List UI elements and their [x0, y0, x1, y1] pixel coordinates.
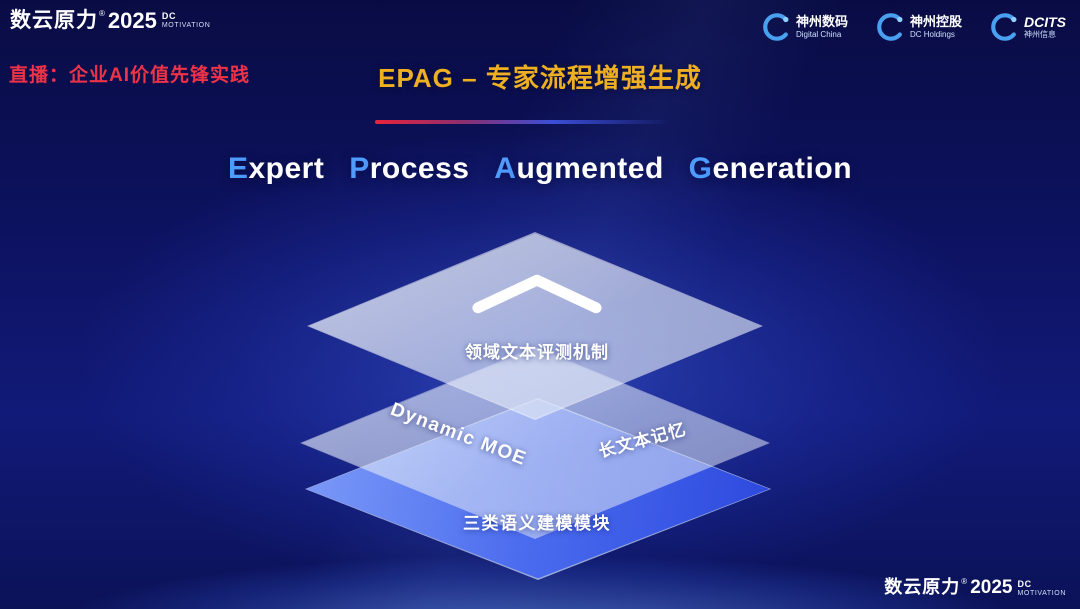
- brand-tagline-line1: DC: [1017, 579, 1032, 589]
- page-title: EPAG – 专家流程增强生成: [378, 63, 702, 93]
- subtitle-word: Expert: [228, 152, 324, 186]
- digital-china-swoosh-icon: [760, 12, 790, 42]
- diagram-layer-top: [307, 232, 763, 420]
- subtitle-initial: P: [349, 152, 370, 185]
- brand-name: 数云原力: [884, 577, 961, 597]
- layer-bottom-label: 三类语义建模模块: [463, 514, 611, 533]
- partner-subname: 神州信息: [1024, 30, 1056, 40]
- partner-subname: Digital China: [795, 29, 842, 39]
- partner-text: 神州控股 DC Holdings: [909, 13, 962, 39]
- brand-year: 2025: [970, 577, 1013, 598]
- partner-name: 神州数码: [795, 13, 848, 29]
- live-stream-label: 直播：企业AI价值先锋实践: [9, 65, 251, 86]
- partner-text: 神州数码 Digital China: [795, 13, 848, 39]
- registered-mark: ®: [99, 9, 105, 18]
- chevron-up-icon: [472, 274, 602, 314]
- brand-name: 数云原力: [10, 9, 98, 32]
- subtitle-initial: E: [227, 152, 249, 185]
- brand-tagline-line2: MOTIVATION: [1017, 590, 1066, 597]
- subtitle-initial: G: [688, 152, 713, 185]
- partner-name: 神州控股: [909, 13, 962, 29]
- title-underline: [375, 120, 671, 124]
- layer-top-label: 领域文本评测机制: [465, 343, 609, 362]
- subtitle-word: Augmented: [494, 152, 664, 186]
- partner-logo-dc-holdings: 神州控股 DC Holdings: [874, 12, 962, 42]
- partner-name: DCITS: [1024, 14, 1066, 31]
- partner-subname: DC Holdings: [909, 29, 955, 39]
- subtitle-word-rest: rocess: [369, 152, 470, 185]
- brand-tagline-line2: MOTIVATION: [161, 22, 211, 29]
- brand-tagline: DC MOTIVATION: [1017, 579, 1066, 598]
- brand-tagline-line1: DC: [161, 11, 177, 21]
- partner-text: DCITS 神州信息: [1024, 14, 1066, 39]
- subtitle: Expert Process Augmented Generation: [0, 152, 1080, 186]
- dcits-swoosh-icon: [988, 12, 1018, 42]
- subtitle-word: Process: [349, 152, 469, 186]
- subtitle-word-rest: xpert: [248, 152, 325, 185]
- diagram-layer-bottom: [305, 398, 771, 580]
- registered-mark: ®: [961, 577, 968, 586]
- brand-year: 2025: [107, 8, 157, 33]
- brand-tagline: DC MOTIVATION: [161, 11, 211, 30]
- partner-logos: 神州数码 Digital China 神州控股 DC Holdings DCIT…: [760, 12, 1066, 42]
- brand-logo-footer: 数云原力 ® 2025 DC MOTIVATION: [884, 577, 1066, 598]
- brand-logo: 数云原力 ® 2025 DC MOTIVATION: [10, 10, 210, 32]
- subtitle-word: Generation: [689, 152, 852, 186]
- layer-face: [308, 233, 762, 419]
- partner-logo-dcits: DCITS 神州信息: [988, 12, 1066, 42]
- subtitle-word-rest: ugmented: [516, 152, 664, 185]
- subtitle-initial: A: [494, 152, 517, 185]
- dc-holdings-swoosh-icon: [874, 12, 904, 42]
- partner-logo-digital-china: 神州数码 Digital China: [760, 12, 848, 42]
- subtitle-word-rest: eneration: [712, 152, 853, 185]
